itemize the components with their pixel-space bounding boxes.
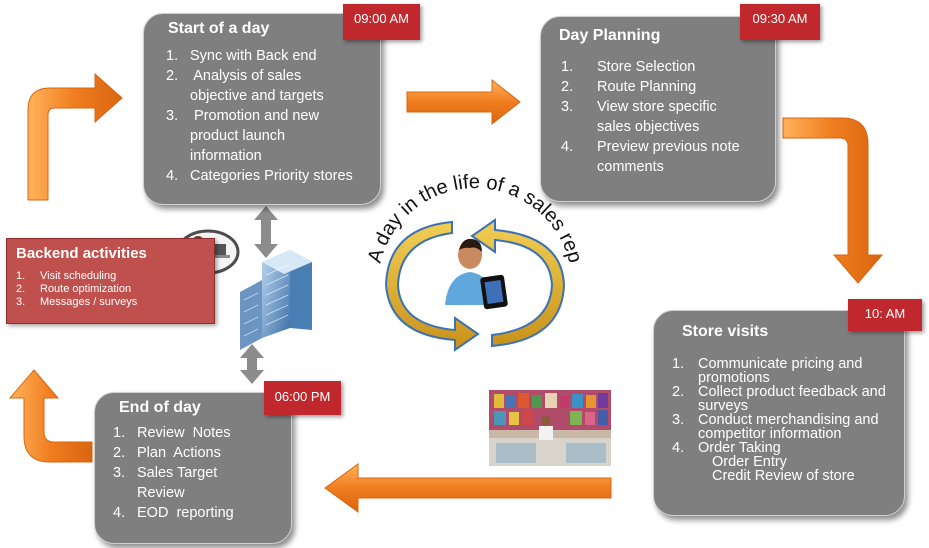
list-item: 1.Store Selection [561,59,696,75]
cycle-arrows-icon [384,218,566,352]
backend-activities-title: Backend activities [16,245,147,262]
time-badge-planning: 09:30 AM [740,4,820,40]
list-item: 2.Plan Actions [113,445,221,461]
sales-rep-icon [445,238,508,310]
day-planning-list: 1.Store Selection 2.Route Planning 3.Vie… [561,57,771,177]
time-badge-start: 09:00 AM [343,4,420,40]
list-item: 4.EOD reporting [113,505,234,521]
day-planning-title: Day Planning [559,27,661,44]
end-of-day-box: End of day 1.Review Notes 2.Plan Actions… [94,392,292,544]
arrow-left-up [8,369,93,463]
backend-activities-box: Backend activities 1.Visit scheduling 2.… [6,238,215,324]
end-of-day-title: End of day [119,399,201,416]
backend-activities-list: 1.Visit scheduling 2.Route optimization … [16,270,206,309]
list-item: 2.Route Planning [561,79,697,95]
day-planning-box: Day Planning 1.Store Selection 2.Route P… [540,16,776,202]
store-visits-title: Store visits [682,323,769,340]
office-building-icon [240,250,312,350]
list-item: 1.Visit scheduling [16,270,117,282]
double-arrow-lower [240,344,264,384]
arrow-right-top [406,78,521,126]
time-badge-end: 06:00 PM [264,381,341,415]
arrow-up-right [27,72,123,201]
list-item: 1.Sync with Back end [166,48,317,64]
list-item: 2.Route optimization [16,283,132,295]
list-item: 4.Categories Priority stores [166,168,353,184]
list-item: 1.Review Notes [113,425,231,441]
time-badge-visits: 10: AM [848,299,922,331]
start-of-day-box: Start of a day 1.Sync with Back end 2. A… [143,13,381,205]
double-arrow-upper [254,206,278,258]
start-of-day-title: Start of a day [168,20,270,37]
list-item: 3.Messages / surveys [16,296,138,308]
end-of-day-list: 1.Review Notes 2.Plan Actions 3.Sales Ta… [113,423,293,523]
start-of-day-list: 1.Sync with Back end 2. Analysis of sale… [166,46,376,186]
store-photo [489,390,611,466]
arrow-left-bottom [324,463,612,513]
arrow-right-down [782,117,884,284]
